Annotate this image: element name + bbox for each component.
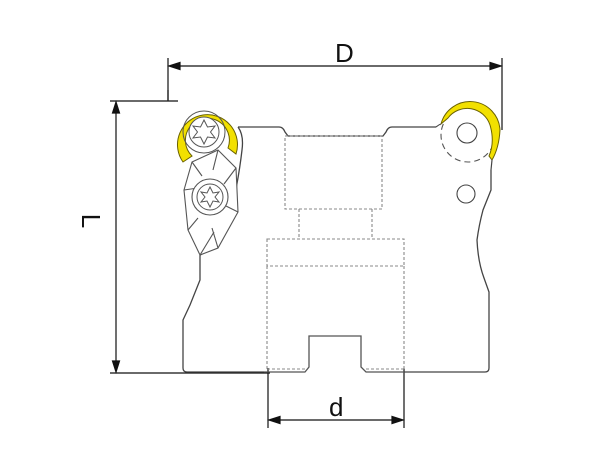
screw-hole-right xyxy=(456,184,476,204)
dimension-D xyxy=(167,58,503,130)
torx-screw-left-icon xyxy=(191,118,217,146)
dimension-d xyxy=(267,368,405,428)
round-insert-right xyxy=(435,101,501,171)
torx-screw-left-lower xyxy=(196,183,224,211)
round-insert-left xyxy=(176,110,238,163)
dimension-L xyxy=(110,90,270,374)
bore-hidden xyxy=(266,135,405,370)
outer-diameter-label: D xyxy=(335,38,354,68)
drive-slot xyxy=(264,335,404,373)
length-label: L xyxy=(76,213,107,229)
bore-diameter-label: d xyxy=(329,392,344,422)
